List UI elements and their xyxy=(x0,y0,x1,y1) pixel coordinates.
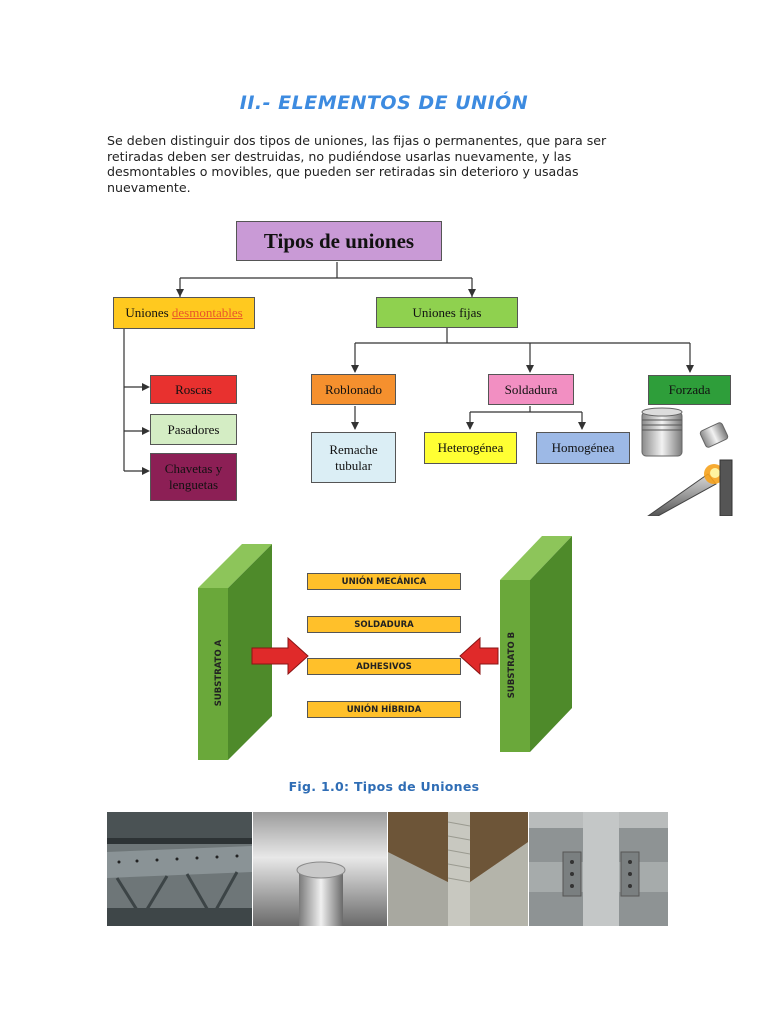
pasadores-box: Pasadores xyxy=(150,414,237,445)
tree-root-label: Tipos de uniones xyxy=(263,229,415,253)
desmontables-prefix: Uniones xyxy=(125,305,172,320)
homogenea-box: Homogénea xyxy=(536,432,630,464)
bolted-beam-photo xyxy=(529,812,668,926)
heterogenea-label: Heterogénea xyxy=(437,440,504,455)
desmontables-box: Uniones desmontables xyxy=(113,297,255,329)
fijas-box: Uniones fijas xyxy=(376,297,518,328)
forzada-label: Forzada xyxy=(668,382,711,397)
method-adhesives: ADHESIVOS xyxy=(307,658,461,675)
substrate-diagram xyxy=(198,536,572,760)
tree-connectors xyxy=(123,262,694,475)
chavetas-box: Chavetas y lenguetas xyxy=(150,453,237,501)
substrate-b-side xyxy=(530,536,572,752)
substrate-b-label: SUBSTRATO B xyxy=(507,631,517,699)
substrate-b-top xyxy=(500,536,572,580)
tree-root-box: Tipos de uniones xyxy=(236,221,442,261)
riveted-bridge-photo xyxy=(107,812,252,926)
roblonado-box: Roblonado xyxy=(311,374,396,405)
desmontables-word: desmontables xyxy=(171,305,243,320)
soldadura-label: Soldadura xyxy=(504,381,558,397)
arrow-left xyxy=(459,636,499,676)
page-title: II.- ELEMENTOS DE UNIÓN xyxy=(239,92,529,114)
substrate-a-front xyxy=(198,588,228,760)
homogenea-label: Homogénea xyxy=(551,440,615,455)
fijas-label: Uniones fijas xyxy=(412,304,482,320)
heterogenea-box: Heterogénea xyxy=(424,432,517,464)
substrate-a-side xyxy=(228,544,272,760)
substrate-a-label: SUBSTRATO A xyxy=(214,639,224,707)
arrow-right xyxy=(251,636,309,676)
roscas-label: Roscas xyxy=(175,381,212,397)
method-mechanical: UNIÓN MECÁNICA xyxy=(307,573,461,590)
forced-fit-illustration xyxy=(641,407,733,516)
soldadura-box: Soldadura xyxy=(488,374,574,405)
figure-caption: Fig. 1.0: Tipos de Uniones xyxy=(288,779,480,794)
roscas-box: Roscas xyxy=(150,375,237,404)
method-welding: SOLDADURA xyxy=(307,616,461,633)
pasadores-label: Pasadores xyxy=(167,421,220,437)
method-hybrid: UNIÓN HÍBRIDA xyxy=(307,701,461,718)
roblonado-label: Roblonado xyxy=(324,381,383,397)
forzada-box: Forzada xyxy=(648,375,731,405)
remache-box: Remache tubular xyxy=(311,432,396,483)
welded-tube-photo xyxy=(253,812,387,926)
intro-paragraph: Se deben distinguir dos tipos de uniones… xyxy=(107,133,607,195)
weld-seam-photo xyxy=(388,812,528,926)
substrate-b-front xyxy=(500,580,530,752)
chavetas-label: Chavetas y lenguetas xyxy=(164,461,223,492)
remache-label: Remache tubular xyxy=(329,441,378,473)
substrate-a-top xyxy=(198,544,272,588)
